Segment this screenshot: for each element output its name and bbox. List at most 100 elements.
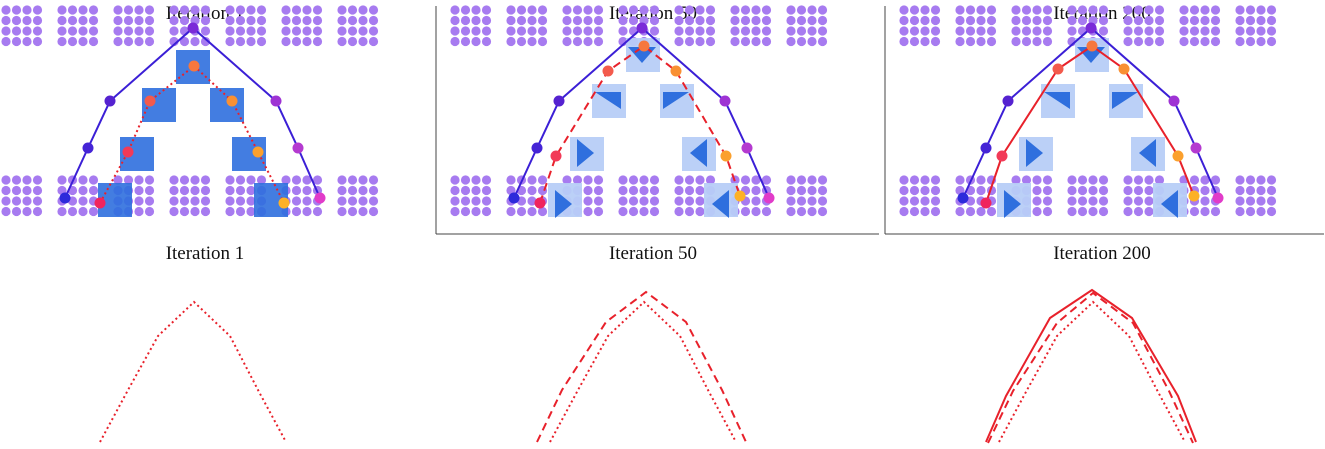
red-node: [1052, 63, 1064, 75]
red-node: [550, 150, 562, 162]
grid-dot: [200, 36, 211, 47]
grid-dot: [460, 5, 471, 15]
blue-node: [270, 95, 282, 107]
grid-dot: [67, 15, 78, 26]
grid-dot: [751, 5, 761, 15]
grid-dot: [593, 175, 604, 185]
grid-dot: [920, 185, 930, 196]
grid-dot: [1144, 175, 1154, 185]
grid-dot: [1021, 175, 1032, 185]
grid-dot: [684, 26, 695, 36]
grid-dot: [347, 5, 358, 15]
grid-dot: [965, 26, 976, 36]
grid-dot: [516, 5, 527, 15]
grid-dot: [1266, 15, 1277, 26]
grid-dot: [246, 26, 256, 36]
grid-dot: [1256, 5, 1266, 15]
grid-dot: [761, 175, 772, 185]
curve-iter200-dotted: [998, 300, 1186, 443]
dot-grid-3: [899, 5, 1277, 217]
grid-dot: [481, 185, 492, 196]
grid-dot: [190, 196, 200, 206]
grid-dot: [1133, 36, 1144, 47]
grid-dot: [639, 196, 649, 206]
grid-dot: [200, 185, 211, 196]
grid-dot: [562, 175, 572, 185]
grid-dot: [169, 196, 179, 206]
grid-dot: [695, 5, 705, 15]
grid-dot: [705, 15, 716, 26]
grid-dot: [796, 196, 807, 206]
grid-dot: [920, 15, 930, 26]
grid-dot: [32, 196, 43, 206]
grid-dot: [113, 36, 123, 47]
grid-dot: [1154, 5, 1165, 15]
grid-dot: [347, 196, 358, 206]
grid-dot: [1133, 15, 1144, 26]
square-2: [210, 88, 244, 122]
grid-dot: [190, 175, 200, 185]
grid-dot: [78, 175, 88, 185]
red-node: [188, 60, 200, 72]
grid-dot: [11, 26, 22, 36]
red-node: [1118, 63, 1130, 75]
grid-dot: [628, 175, 639, 185]
grid-dot: [450, 36, 460, 47]
grid-dot: [471, 15, 481, 26]
grid-dot: [740, 26, 751, 36]
grid-dot: [450, 26, 460, 36]
grid-dot: [169, 26, 179, 36]
grid-dot: [807, 36, 817, 47]
grid-dot: [1067, 175, 1077, 185]
grid-dot: [312, 5, 323, 15]
grid-dot: [1123, 5, 1133, 15]
grid-dot: [32, 206, 43, 217]
grid-dot: [246, 185, 256, 196]
grid-dot: [471, 26, 481, 36]
grid-dot: [1098, 175, 1109, 185]
grid-dot: [583, 175, 593, 185]
grid-dot: [347, 36, 358, 47]
grid-dot: [786, 196, 796, 206]
grid-dot: [674, 196, 684, 206]
grid-dot: [909, 206, 920, 217]
grid-dot: [684, 175, 695, 185]
grid-dot: [965, 206, 976, 217]
grid-dot: [225, 36, 235, 47]
grid-dot: [684, 15, 695, 26]
grid-dot: [57, 5, 67, 15]
grid-dot: [337, 196, 347, 206]
grid-dot: [1189, 206, 1200, 217]
red-chain-1: [94, 60, 290, 209]
grid-dot: [1245, 36, 1256, 47]
grid-dot: [179, 175, 190, 185]
grid-dot: [1154, 175, 1165, 185]
curve-iter50-dashed: [536, 290, 747, 443]
grid-dot: [930, 196, 941, 206]
grid-dot: [1032, 206, 1042, 217]
red-node: [1172, 150, 1184, 162]
grid-dot: [1, 185, 11, 196]
grid-dot: [169, 185, 179, 196]
grid-dot: [649, 26, 660, 36]
grid-dot: [144, 196, 155, 206]
grid-dot: [144, 185, 155, 196]
red-node: [1086, 40, 1098, 52]
grid-dot: [281, 36, 291, 47]
grid-dot: [786, 5, 796, 15]
blue-node: [104, 95, 116, 107]
grid-dot: [337, 5, 347, 15]
grid-dot: [537, 175, 548, 185]
grid-dot: [246, 5, 256, 15]
arrow-3: [1026, 139, 1043, 167]
arrow-5: [555, 190, 572, 218]
grid-dot: [312, 36, 323, 47]
grid-dot: [537, 15, 548, 26]
red-node: [122, 146, 134, 158]
grid-dot: [807, 196, 817, 206]
grid-dot: [57, 15, 67, 26]
grid-dot: [1245, 175, 1256, 185]
grid-dot: [256, 175, 267, 185]
